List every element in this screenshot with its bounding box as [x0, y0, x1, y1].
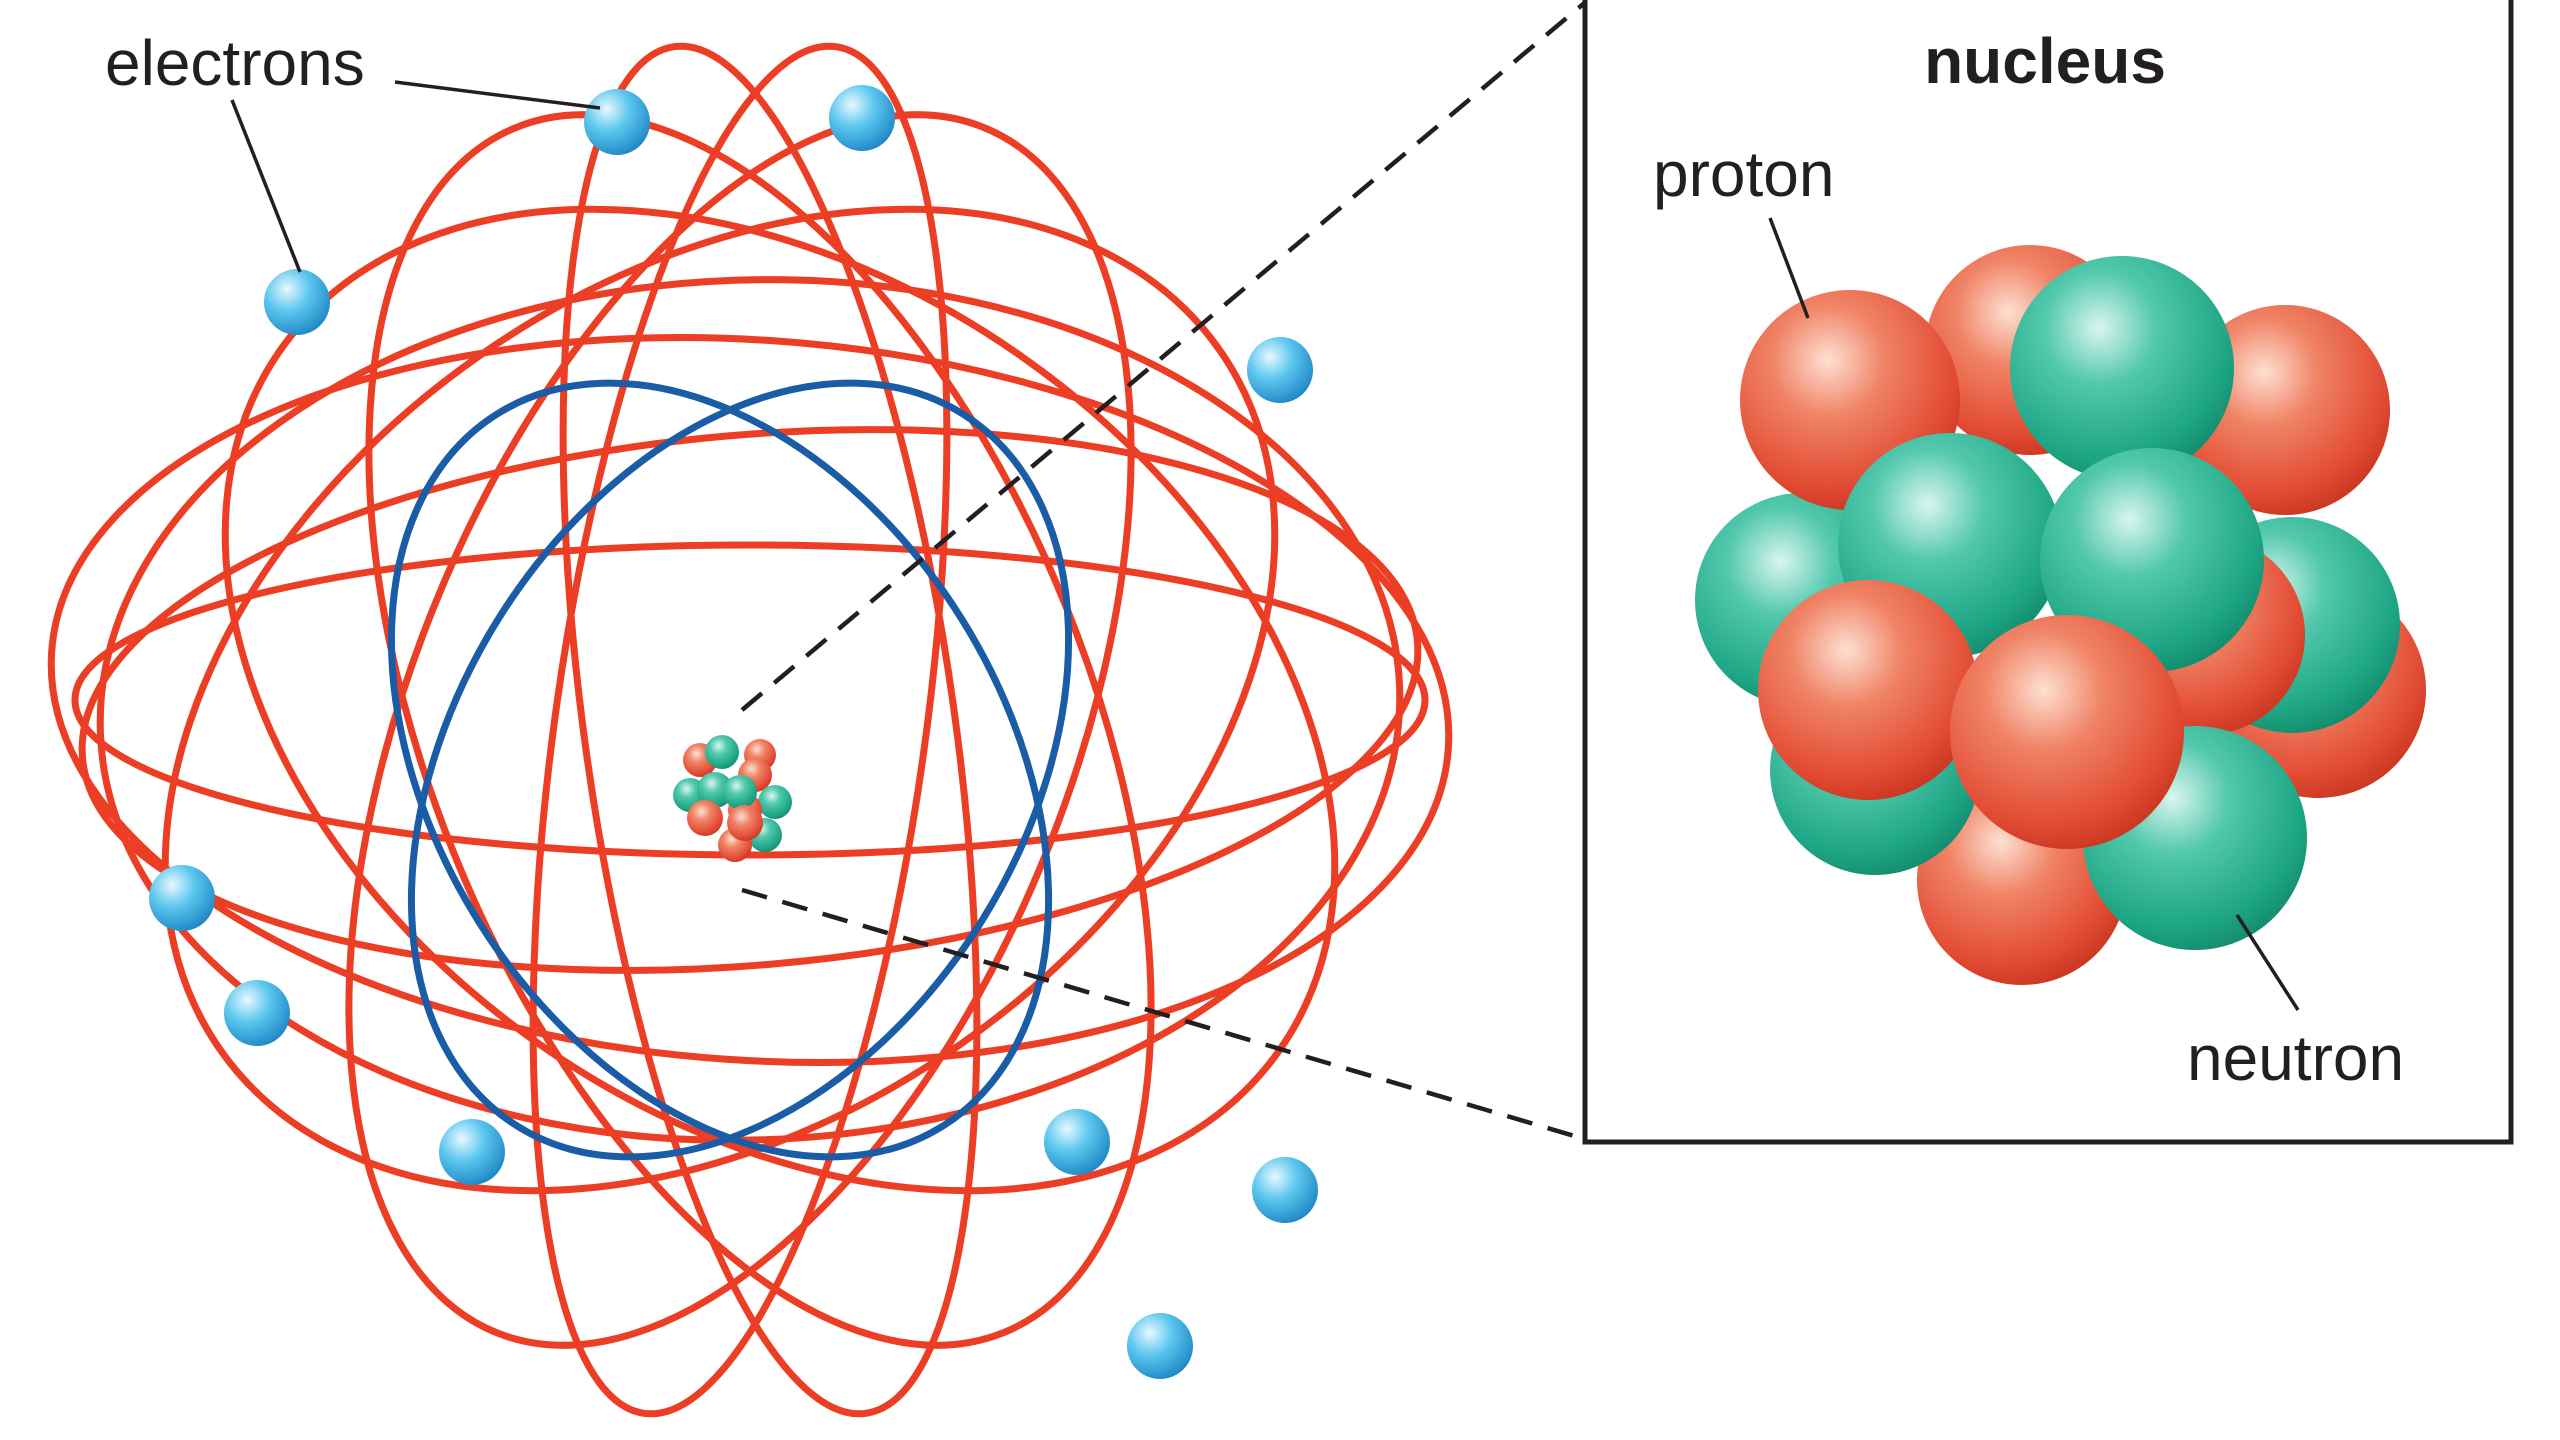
electron [1127, 1313, 1193, 1379]
orbit-outer-8 [365, 111, 1155, 1349]
orbit-inner-1 [387, 379, 1053, 1161]
nucleus-inset-panel: nucleus proton neutron [1582, 0, 2514, 1145]
electron [829, 85, 895, 151]
inner-electron-orbits [387, 379, 1073, 1161]
zoom-line-top [740, 0, 1590, 712]
nucleus-title: nucleus [1924, 25, 2166, 97]
neutron-leader-line [2235, 914, 2300, 1011]
orbit-outer-2 [78, 426, 1422, 974]
proton-label: proton [1653, 138, 1834, 210]
neutron-label: neutron [2187, 1022, 2404, 1094]
orbit-outer-9 [161, 205, 1279, 1195]
orbit-outer-3 [47, 334, 1453, 1066]
orbit-outer-4 [96, 276, 1404, 1144]
nucleus-cluster-large [1695, 245, 2426, 985]
electron [224, 980, 290, 1046]
orbit-outer-6 [559, 42, 981, 1418]
atom-nucleus-small [673, 735, 792, 862]
electrons [149, 85, 1318, 1379]
electron [149, 865, 215, 931]
electron [439, 1119, 505, 1185]
electrons-leader-line [394, 80, 601, 110]
electrons-label: electrons [105, 27, 365, 99]
orbit-outer-1 [71, 541, 1429, 859]
orbit-outer-7 [345, 111, 1135, 1349]
electrons-leader-line [230, 99, 302, 273]
zoom-line-bottom [741, 887, 1589, 1143]
electron [1252, 1157, 1318, 1223]
electron [264, 269, 330, 335]
orbit-inner-2 [407, 379, 1073, 1161]
electron [1247, 337, 1313, 403]
proton-leader-line [1768, 217, 1810, 319]
orbit-outer-5 [529, 42, 951, 1418]
electron [1044, 1109, 1110, 1175]
electron [584, 89, 650, 155]
outer-electron-orbits [47, 42, 1453, 1418]
